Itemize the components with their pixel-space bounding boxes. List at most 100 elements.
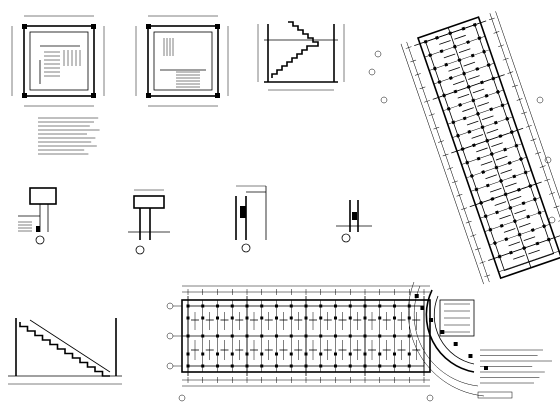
column (475, 67, 480, 71)
dimension-tick (475, 247, 481, 251)
column (530, 228, 535, 232)
beam (508, 241, 521, 247)
column (509, 250, 513, 255)
column (245, 334, 249, 338)
column (429, 318, 434, 322)
dimension-tick (451, 180, 458, 184)
beam (518, 222, 531, 228)
axis-bubble (536, 96, 544, 104)
notes-block-lower-right (477, 349, 552, 399)
column (505, 116, 510, 121)
column (499, 179, 503, 183)
beam (454, 34, 466, 40)
column (378, 352, 382, 356)
column (275, 316, 278, 320)
axis-bubble (426, 394, 434, 402)
column (230, 316, 234, 320)
column (393, 304, 396, 308)
plan-corner-rotunda (408, 281, 488, 397)
column (472, 143, 476, 148)
column (393, 334, 396, 338)
column (363, 352, 367, 356)
column (435, 35, 439, 40)
dimension-tick (405, 46, 412, 49)
dimension-tick (502, 57, 509, 61)
column (456, 133, 460, 138)
column (448, 76, 453, 80)
column (476, 156, 481, 161)
beam (513, 254, 525, 260)
beam (463, 61, 476, 67)
column (491, 76, 496, 81)
beam (480, 160, 493, 166)
column (230, 304, 234, 308)
column (363, 304, 367, 308)
column (523, 170, 528, 175)
column (500, 103, 505, 108)
column (499, 223, 504, 228)
column (537, 210, 542, 215)
column (393, 352, 396, 356)
column (334, 364, 337, 368)
column (289, 364, 293, 368)
column (304, 364, 308, 368)
column (448, 31, 453, 36)
column (260, 334, 264, 338)
column (334, 316, 337, 320)
column (542, 224, 547, 229)
column (186, 334, 190, 338)
column (304, 352, 308, 356)
beam (439, 40, 451, 45)
column (304, 316, 308, 320)
column (466, 40, 470, 45)
column (319, 316, 323, 320)
dimension-tick (470, 234, 477, 237)
dimension-tick (484, 274, 491, 278)
dimension-tick (433, 126, 440, 130)
column (216, 334, 219, 338)
column (304, 334, 308, 338)
column (494, 165, 499, 170)
column (489, 152, 494, 156)
column (503, 147, 507, 152)
detail-1 (18, 187, 57, 245)
dimension-line (489, 13, 560, 254)
column (186, 316, 190, 320)
column (260, 316, 264, 320)
dimension-tick (428, 113, 435, 116)
column (451, 120, 456, 125)
dimension-tick (461, 207, 468, 210)
column (407, 364, 411, 368)
column (484, 93, 489, 98)
column (348, 334, 352, 338)
column (289, 352, 293, 356)
column (348, 304, 352, 308)
column (461, 26, 466, 31)
column (260, 364, 264, 368)
stair-section (257, 21, 345, 91)
beam (528, 249, 540, 255)
column (484, 366, 488, 370)
column (495, 210, 499, 215)
column (245, 304, 249, 308)
column (462, 71, 466, 76)
column (514, 143, 519, 148)
detail-2 (128, 189, 170, 255)
dimension-tick (442, 153, 449, 157)
beam (494, 201, 507, 206)
column (452, 44, 457, 49)
beam (523, 236, 536, 241)
column (216, 316, 219, 320)
column (512, 174, 517, 179)
dimension-tick (456, 194, 463, 197)
column (334, 352, 337, 356)
column (496, 90, 500, 94)
column (348, 316, 352, 320)
column (509, 130, 514, 135)
column (493, 120, 498, 125)
axis-bubble (544, 156, 552, 164)
column (201, 364, 205, 368)
axis-bubble (166, 302, 174, 310)
column (528, 183, 533, 188)
axis-bubble (166, 332, 174, 340)
